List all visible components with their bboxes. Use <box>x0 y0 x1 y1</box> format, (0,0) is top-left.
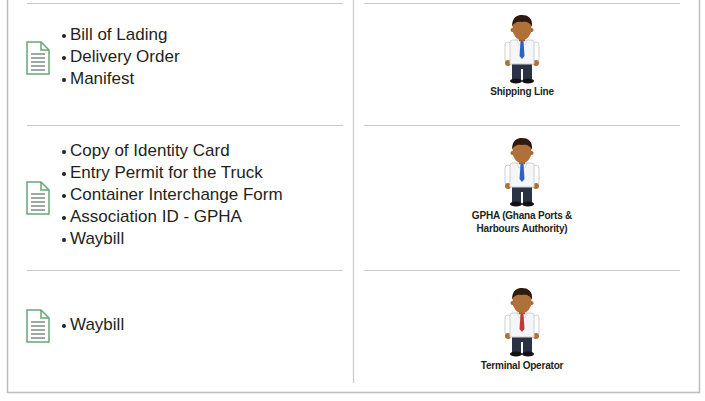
person-figure-part <box>520 314 525 332</box>
bullet-dot <box>62 34 66 38</box>
table-frame <box>8 0 700 393</box>
table-rules <box>27 0 680 383</box>
bullet-dot <box>62 78 66 82</box>
role-label: Shipping Line <box>463 85 581 98</box>
role-label: GPHA (Ghana Ports & Harbours Authority) <box>463 209 581 235</box>
document-name: Container Interchange Form <box>70 185 283 204</box>
document-name: Waybill <box>70 229 124 248</box>
table-rules-part <box>27 3 343 4</box>
document-icons-part <box>27 310 49 342</box>
list-item: Delivery Order <box>62 46 180 68</box>
table-frame-part <box>8 0 700 393</box>
list-item: Association ID - GPHA <box>62 206 283 228</box>
document-name: Waybill <box>70 315 124 334</box>
document-name: Manifest <box>70 69 134 88</box>
document-list: Waybill <box>62 314 124 336</box>
person-figure <box>505 15 539 84</box>
document-icons <box>27 42 49 342</box>
list-item: Waybill <box>62 314 124 336</box>
table-rules-part <box>353 0 354 383</box>
list-item: Copy of Identity Card <box>62 140 283 162</box>
person-figure-part <box>505 138 539 207</box>
bullet-dot <box>62 238 66 242</box>
bullet-dot <box>62 172 66 176</box>
table-rules-part <box>364 125 680 126</box>
role-label: Terminal Operator <box>463 359 581 372</box>
table-rules-part <box>27 125 343 126</box>
person-figure-part <box>520 41 525 59</box>
table-rules-part <box>364 3 680 4</box>
bullet-dot <box>62 150 66 154</box>
list-item: Entry Permit for the Truck <box>62 162 283 184</box>
bullet-dot <box>62 56 66 60</box>
person-figure-part <box>520 164 525 182</box>
person-figure <box>505 138 539 207</box>
person-figure-part <box>505 15 539 84</box>
bullet-dot <box>62 194 66 198</box>
document-icons-part <box>27 42 49 74</box>
table-rules-part <box>27 270 343 271</box>
person-figure-part <box>505 288 539 357</box>
list-item: Bill of Lading <box>62 24 180 46</box>
document-name: Delivery Order <box>70 47 180 66</box>
table-rules-part <box>364 270 680 271</box>
person-figure <box>505 288 539 357</box>
document-name: Copy of Identity Card <box>70 141 230 160</box>
document-name: Bill of Lading <box>70 25 167 44</box>
document-name: Entry Permit for the Truck <box>70 163 263 182</box>
document-name: Association ID - GPHA <box>70 207 242 226</box>
list-item: Manifest <box>62 68 180 90</box>
list-item: Container Interchange Form <box>62 184 283 206</box>
bullet-dot <box>62 324 66 328</box>
list-item: Waybill <box>62 228 283 250</box>
bullet-dot <box>62 216 66 220</box>
document-list: Bill of LadingDelivery OrderManifest <box>62 24 180 90</box>
document-icons-part <box>27 182 49 214</box>
document-list: Copy of Identity CardEntry Permit for th… <box>62 140 283 250</box>
